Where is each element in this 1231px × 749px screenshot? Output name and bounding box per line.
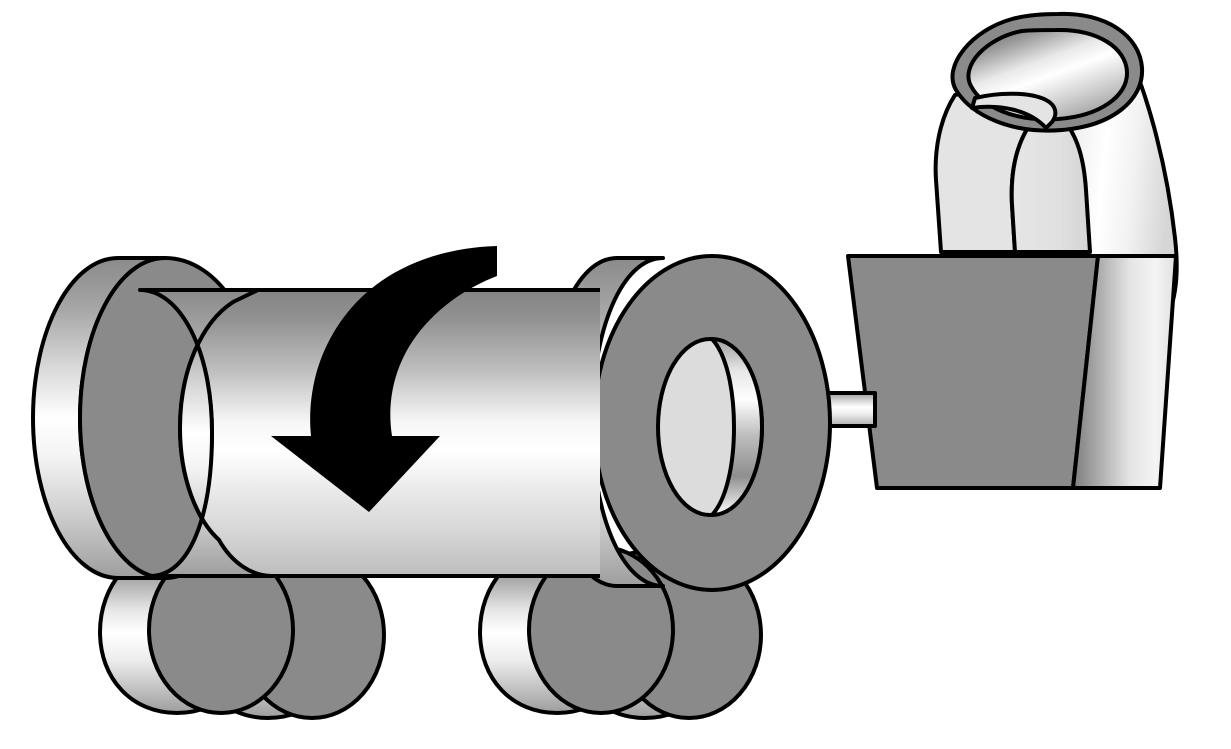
bucket — [846, 254, 1178, 490]
tube-inner-lip — [970, 91, 1058, 130]
bucket-front-face — [846, 254, 1100, 490]
disc-bore-wall — [710, 337, 764, 517]
left-flange-inner-ring — [138, 288, 274, 578]
roller — [477, 544, 675, 716]
roller — [97, 544, 295, 716]
front-roller-pair — [97, 544, 386, 721]
arrow-shape — [271, 246, 497, 512]
bucket-side-panel — [1071, 254, 1178, 490]
left-end-flange — [31, 256, 274, 580]
rotation-arrow — [271, 246, 497, 512]
rear-roller-pair — [477, 544, 763, 721]
